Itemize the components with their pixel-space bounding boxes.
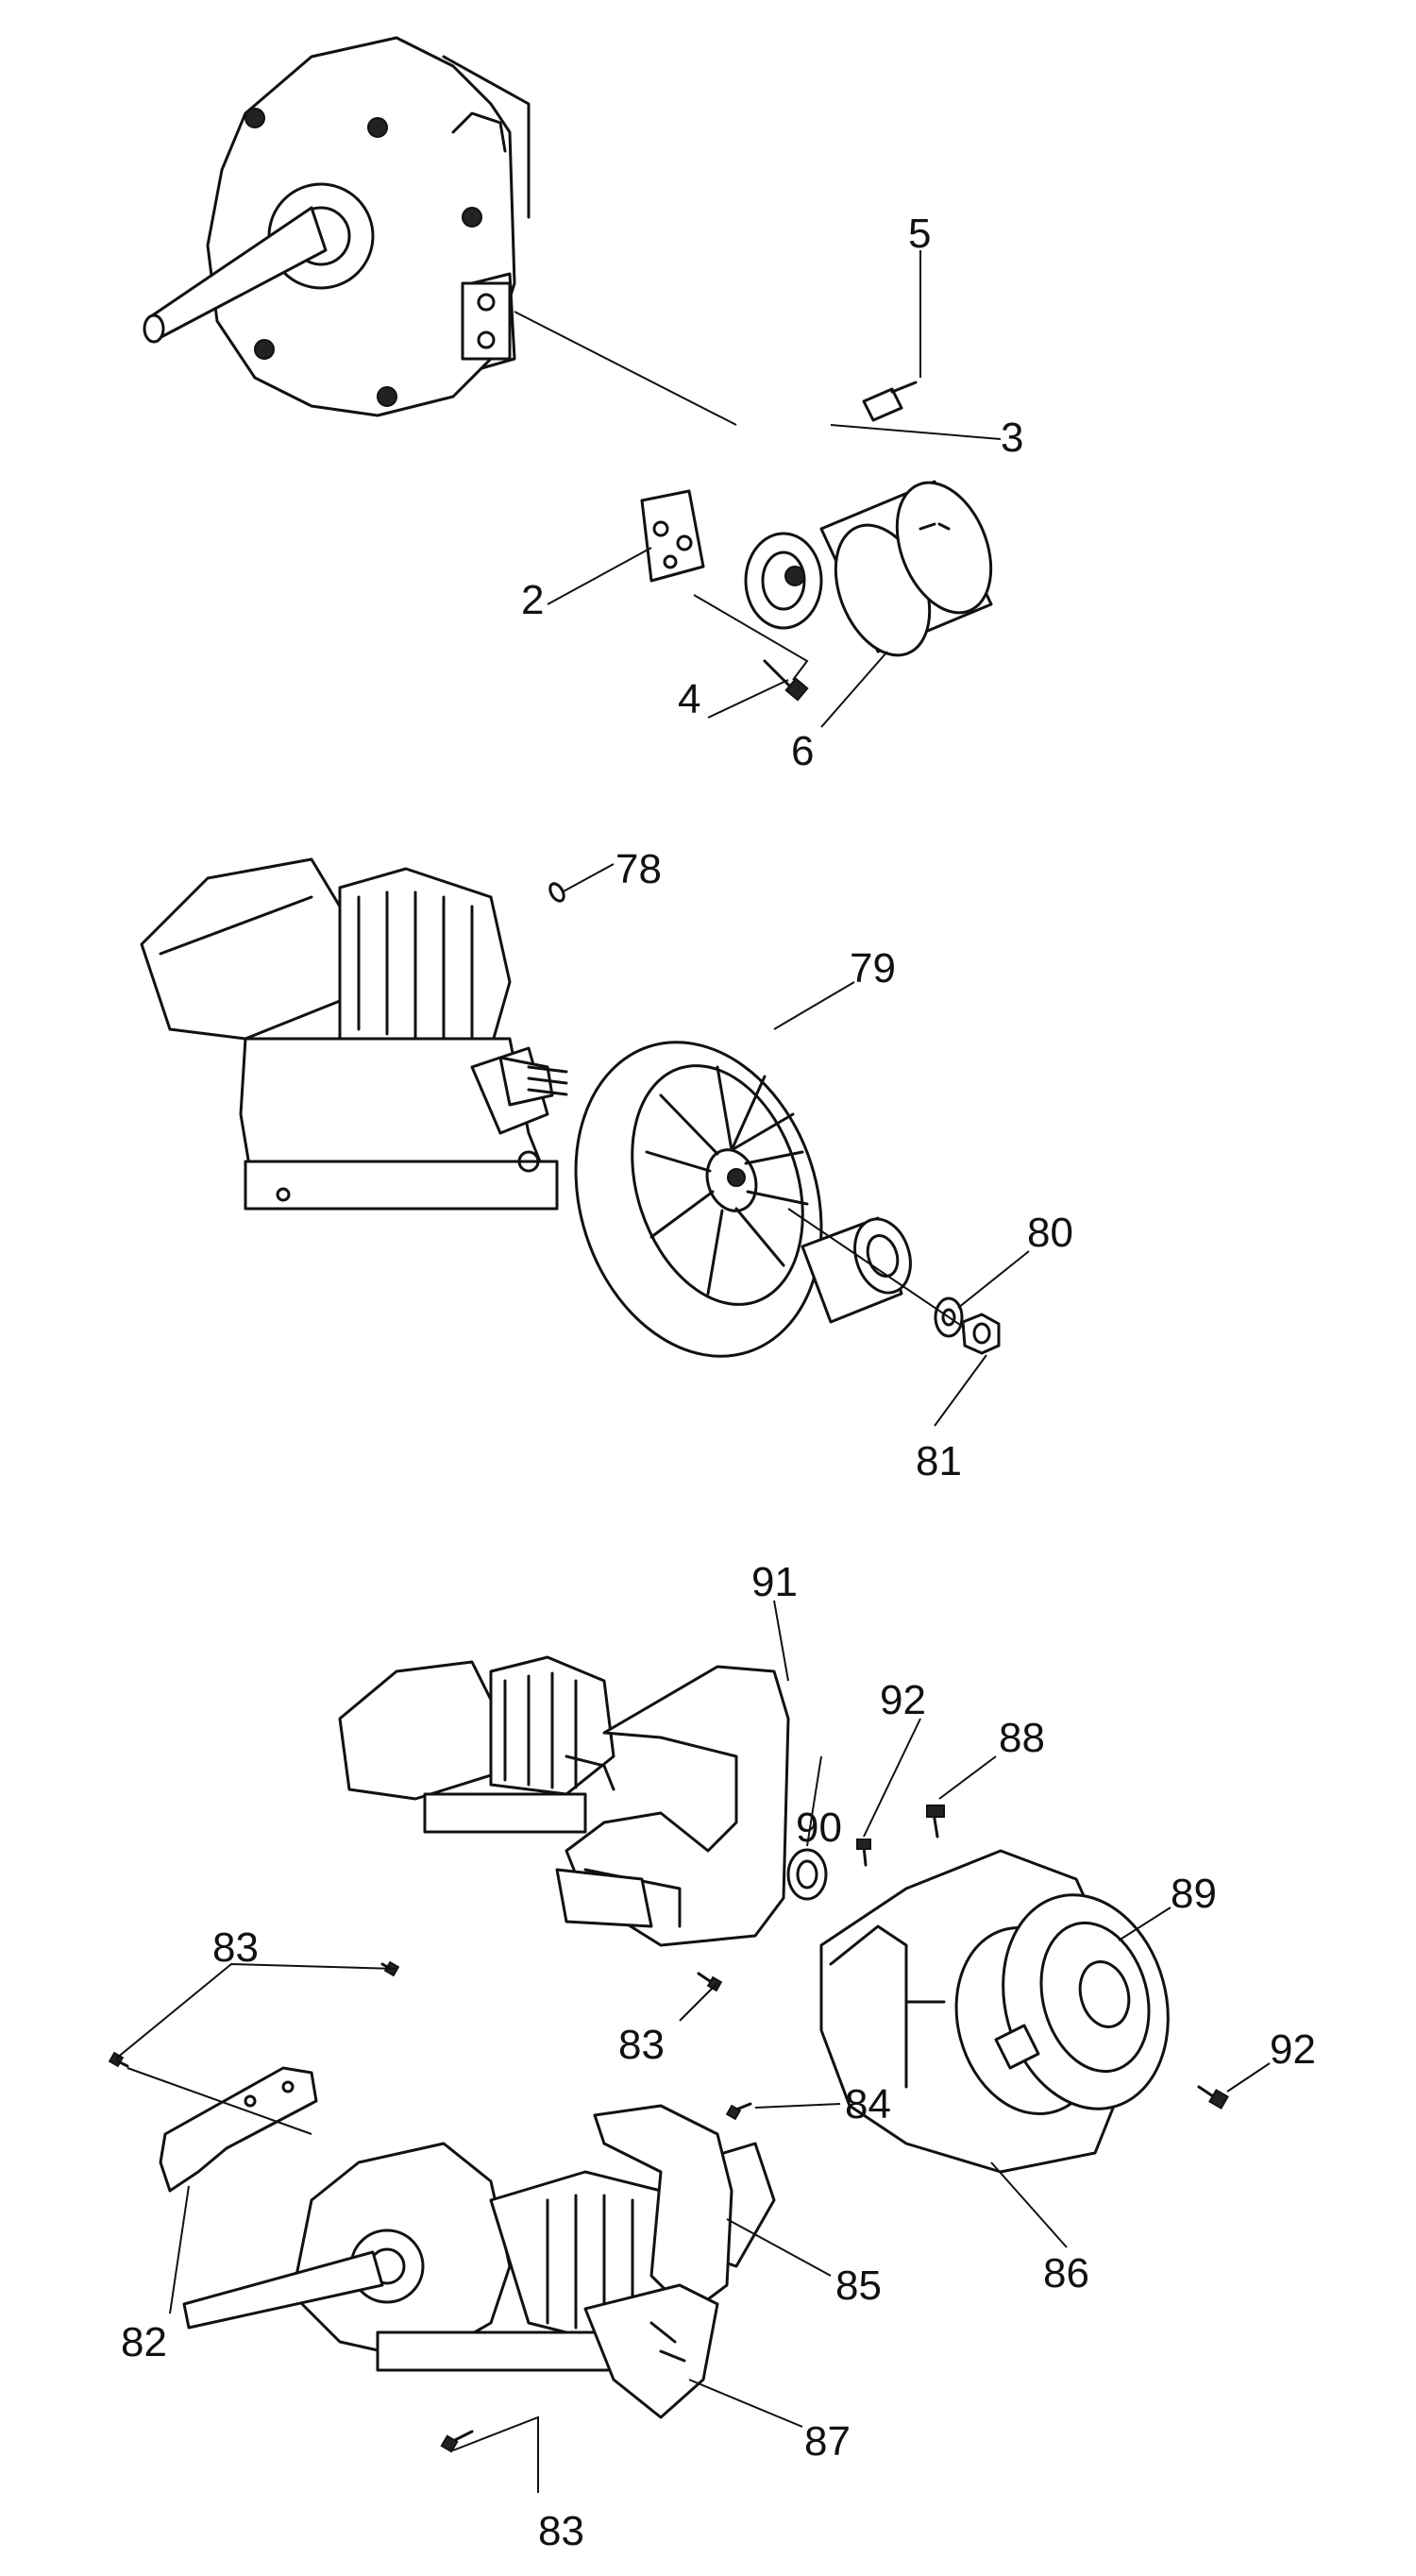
flywheel-key	[548, 882, 565, 903]
starter-cup	[801, 1216, 912, 1324]
adapter-bolt	[763, 659, 809, 702]
crankcase-cover-assembly	[143, 36, 531, 417]
callout-92-top: 92	[880, 1677, 926, 1723]
cylinder-head-baffle	[159, 2066, 318, 2193]
callout-6: 6	[791, 728, 814, 774]
callout-80: 80	[1027, 1210, 1073, 1256]
rewind-starter	[994, 1893, 1170, 2110]
leader-lines	[115, 250, 1271, 2493]
callout-88: 88	[999, 1715, 1045, 1761]
engine-top-view	[338, 1655, 615, 1834]
callout-78: 78	[615, 846, 662, 892]
flywheel-nut	[961, 1313, 1001, 1355]
flywheel	[574, 1041, 823, 1358]
callout-3: 3	[1001, 415, 1023, 461]
callout-82: 82	[121, 2319, 167, 2365]
callout-92-right: 92	[1270, 2026, 1316, 2073]
flywheel-centerline	[787, 1208, 964, 1328]
oil-filter-adapter-gasket	[640, 489, 705, 583]
callout-83-bottom: 83	[538, 2508, 584, 2554]
callout-86: 86	[1043, 2250, 1089, 2296]
callout-81: 81	[916, 1438, 962, 1484]
callout-2: 2	[521, 577, 544, 623]
callout-83-top: 83	[212, 1924, 259, 1971]
callout-89: 89	[1171, 1871, 1217, 1917]
cylinder-baffle	[555, 1665, 790, 1947]
callout-5: 5	[908, 211, 931, 257]
callout-87: 87	[804, 2418, 851, 2465]
callout-4: 4	[678, 676, 700, 722]
callout-90: 90	[796, 1805, 842, 1851]
engine-with-blower-housing-removed	[140, 857, 568, 1211]
callout-91: 91	[751, 1559, 798, 1605]
callout-79: 79	[850, 945, 896, 991]
callout-84: 84	[845, 2081, 891, 2127]
oil-filter-adapter	[744, 532, 823, 630]
callout-labels: 2 3 4 5 6 78 79 80 81 82 83 83 83 84 85 …	[121, 211, 1316, 2554]
oil-filter	[819, 480, 993, 657]
lower-baffle	[583, 2283, 719, 2419]
callout-83-mid: 83	[618, 2022, 665, 2068]
shroud-spacer	[786, 1848, 828, 1901]
callout-85: 85	[835, 2262, 882, 2309]
oil-pressure-switch	[862, 381, 918, 422]
